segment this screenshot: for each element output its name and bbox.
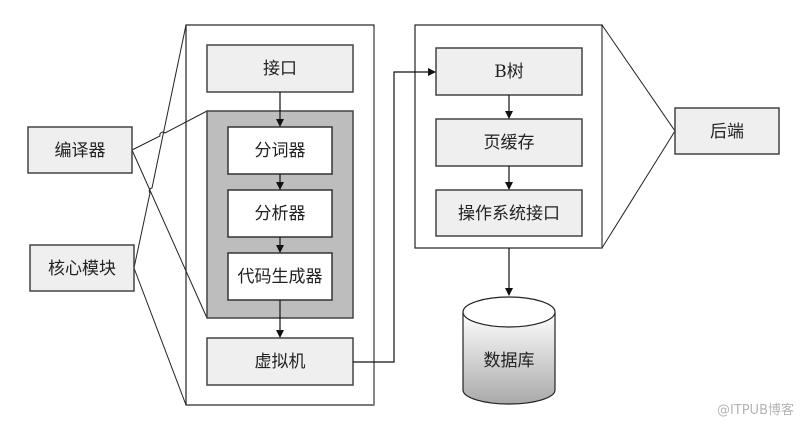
- btree-label: B树: [494, 62, 524, 82]
- codegen-box: [227, 252, 333, 301]
- database-cylinder: [462, 296, 556, 405]
- osinterface-label: 操作系统接口: [458, 204, 560, 224]
- backend-box: [674, 107, 780, 155]
- pagecache-label: 页缓存: [484, 133, 535, 153]
- osinterface-box: [435, 189, 583, 237]
- core-callout-line-top: [133, 24, 187, 269]
- pagecache-box: [435, 118, 583, 167]
- core-callout-line-bottom: [133, 267, 187, 406]
- parser-label: 分析器: [255, 204, 306, 224]
- core-label: 核心模块: [48, 259, 116, 279]
- codegen-label: 代码生成器: [238, 267, 323, 287]
- interface-label: 接口: [263, 59, 297, 79]
- compiler-callout-line-top: [131, 110, 208, 151]
- btree-box: [435, 47, 583, 96]
- database-label: 数据库: [484, 351, 535, 371]
- core-box: [29, 244, 135, 292]
- tokenizer-box: [227, 126, 333, 175]
- arrow-vm-btree: [353, 68, 436, 363]
- watermark: @ITPUB博客: [717, 402, 794, 418]
- compiler-callout-line-bottom: [131, 149, 208, 319]
- vm-label: 虚拟机: [255, 352, 306, 372]
- tokenizer-label: 分词器: [255, 141, 306, 161]
- interface-box: [206, 44, 354, 93]
- compiler-box: [27, 126, 133, 174]
- backend-label: 后端: [710, 122, 744, 142]
- backend-callout-line-bottom: [601, 130, 676, 249]
- backend-callout-line-top: [601, 24, 676, 132]
- compiler-label: 编译器: [55, 141, 106, 161]
- parser-box: [227, 189, 333, 238]
